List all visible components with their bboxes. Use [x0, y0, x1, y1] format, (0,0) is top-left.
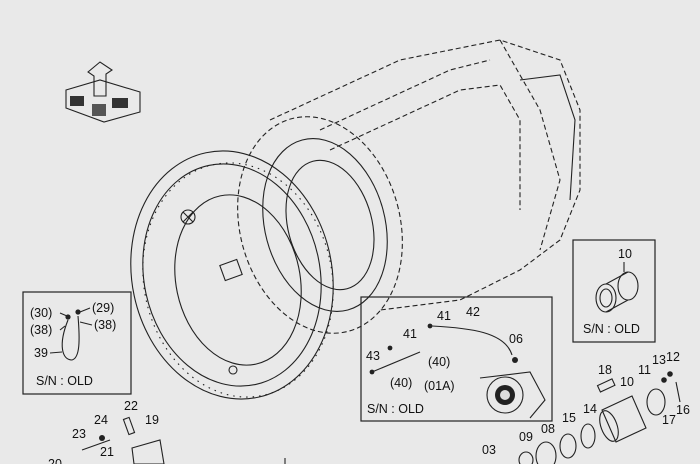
part-08: 08 [541, 422, 555, 436]
detail-box-left: (30) (38) (29) (38) 39 S/N : OLD [22, 291, 132, 395]
callout-40a: (40) [428, 355, 450, 369]
part-14: 14 [583, 402, 597, 416]
parts-bottom-left: 22 24 19 23 21 20 [48, 399, 286, 464]
part-12: 12 [666, 350, 680, 364]
callout-41a: 41 [437, 309, 451, 323]
flange-ring [130, 150, 334, 400]
part-03: 03 [482, 443, 496, 457]
callout-38b: (38) [94, 318, 116, 332]
drum-housing [237, 39, 581, 334]
part-19: 19 [145, 413, 159, 427]
part-21: 21 [100, 445, 114, 459]
part-09: 09 [519, 430, 533, 444]
part-11: 11 [638, 363, 651, 377]
orientation-icon [65, 61, 141, 123]
detail-box-middle: 41 42 41 43 (40) (40) (01A) 06 S/N : OLD [360, 296, 553, 422]
callout-39: 39 [34, 346, 48, 360]
part-15: 15 [562, 411, 576, 425]
part-20: 20 [48, 457, 62, 464]
parts-bottom-right: 18 10 13 12 11 17 16 14 15 08 09 03 [482, 350, 690, 464]
part-18: 18 [598, 363, 612, 377]
detail-box-right: 10 S/N : OLD [572, 239, 656, 343]
part-24: 24 [94, 413, 108, 427]
part-17: 17 [662, 413, 676, 427]
callout-06: 06 [509, 332, 523, 346]
part-13: 13 [652, 353, 666, 367]
callout-43: 43 [366, 349, 380, 363]
callout-40b: (40) [390, 376, 412, 390]
callout-10: 10 [618, 247, 632, 261]
callout-29: (29) [92, 301, 114, 315]
callout-41b: 41 [403, 327, 417, 341]
box-left-sn: S/N : OLD [36, 374, 93, 388]
part-16: 16 [676, 403, 690, 417]
part-23: 23 [72, 427, 86, 441]
callout-01a: (01A) [424, 379, 455, 393]
part-22: 22 [124, 399, 138, 413]
callout-38a: (38) [30, 323, 52, 337]
part-10: 10 [620, 375, 634, 389]
callout-42: 42 [466, 305, 480, 319]
box-middle-sn: S/N : OLD [367, 402, 424, 416]
callout-30: (30) [30, 306, 52, 320]
box-right-sn: S/N : OLD [583, 322, 640, 336]
